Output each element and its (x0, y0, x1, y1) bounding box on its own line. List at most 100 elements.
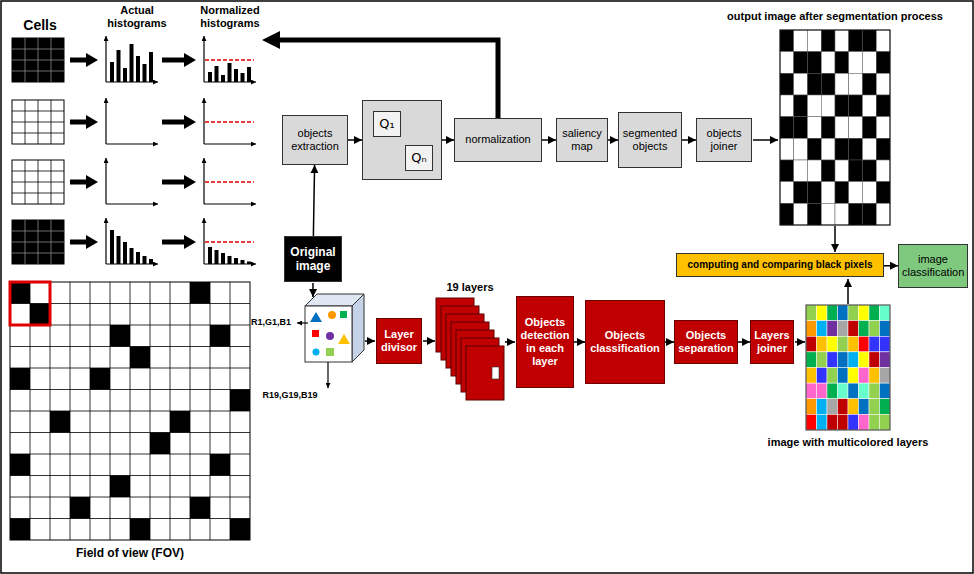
output-cell (835, 203, 849, 225)
output-cell (780, 138, 794, 160)
grid-line (12, 182, 64, 183)
histogram-axis (204, 203, 256, 204)
selection-box (10, 282, 50, 325)
flow-arrow (365, 340, 375, 342)
color-cell (827, 383, 838, 399)
flow-arrow (162, 240, 186, 245)
histogram-axis (203, 36, 204, 82)
histogram-bar (247, 262, 251, 265)
quantizer-box: Q₁ (373, 111, 401, 137)
color-cell (880, 321, 891, 337)
pointer-arrow (327, 362, 328, 388)
color-cell (848, 399, 859, 415)
output-cell (794, 138, 808, 160)
color-cell (859, 399, 870, 415)
color-cell (869, 336, 880, 352)
node-text: Layers joiner (754, 329, 790, 355)
output-cell (821, 182, 835, 204)
color-cell (859, 383, 870, 399)
grid-line (51, 160, 52, 204)
caption: 19 layers (432, 281, 508, 294)
output-cell (849, 73, 863, 95)
shape (338, 334, 350, 344)
color-cell (827, 368, 838, 384)
output-cell (876, 138, 890, 160)
output-cell (876, 117, 890, 139)
grid-line (10, 518, 250, 519)
fov-cell (170, 411, 190, 433)
color-cell (817, 336, 828, 352)
color-cell (869, 305, 880, 321)
channel-label: R1,G1,B1 (251, 317, 297, 328)
node-text: objects joiner (700, 127, 748, 153)
process-box: Layer divisor (376, 318, 422, 364)
fov-cell (110, 476, 130, 498)
fov-cell (190, 282, 210, 304)
color-cell (806, 383, 817, 399)
color-cell (838, 368, 849, 384)
output-cell (780, 160, 794, 182)
fov-cell (210, 325, 230, 347)
column-heading: Actual histograms (98, 4, 176, 30)
histogram-axis (106, 203, 158, 204)
output-cell (808, 203, 822, 225)
flow-connector (682, 139, 696, 141)
shape (328, 311, 336, 319)
node-text: Q₁ (374, 116, 400, 132)
flow-connector (313, 165, 314, 236)
grid-line (12, 60, 64, 61)
output-cell (849, 138, 863, 160)
node-text: Original image (288, 245, 338, 274)
flow-connector (442, 139, 454, 141)
color-cell (827, 336, 838, 352)
color-cell (806, 305, 817, 321)
cell-grid (12, 160, 64, 204)
color-cell (838, 321, 849, 337)
node-text: Objects separation (678, 329, 734, 355)
output-cell (808, 182, 822, 204)
column-heading: Normalized histograms (190, 4, 270, 30)
histogram-bar (136, 252, 140, 264)
node-text: saliency map (560, 127, 604, 153)
node-text: Qₙ (406, 150, 432, 166)
color-cell (817, 368, 828, 384)
multicolor-image (806, 305, 890, 430)
arrow-head (86, 235, 98, 249)
output-cell (821, 160, 835, 182)
color-cell (848, 368, 859, 384)
output-cell (821, 73, 835, 95)
histogram-bar (143, 256, 147, 264)
output-cell (863, 73, 877, 95)
color-cell (848, 321, 859, 337)
node-text: segmented objects (622, 127, 678, 153)
output-cell (835, 95, 849, 117)
output-cell (876, 182, 890, 204)
flow-arrow (847, 279, 849, 304)
fov-cell (90, 368, 110, 390)
color-cell (869, 321, 880, 337)
color-cell (880, 352, 891, 368)
histogram-bar (241, 73, 245, 82)
output-cell (780, 95, 794, 117)
process-box: Objects separation (674, 320, 738, 364)
color-cell (859, 336, 870, 352)
process-box: normalization (454, 118, 542, 162)
output-cell (821, 52, 835, 74)
arrow-head (184, 53, 196, 67)
color-cell (838, 305, 849, 321)
output-cell (808, 30, 822, 52)
histogram-bar (208, 247, 212, 264)
color-cell (880, 368, 891, 384)
cells-heading: Cells (14, 17, 66, 34)
color-cell (827, 305, 838, 321)
color-cell (827, 321, 838, 337)
caption: image with multicolored layers (763, 436, 933, 449)
grid-line (12, 193, 64, 194)
color-cell (806, 352, 817, 368)
cube-side (352, 294, 364, 362)
threshold-line (205, 59, 254, 61)
fov-cell (110, 325, 130, 347)
color-cell (859, 321, 870, 337)
process-box: objects joiner (696, 118, 752, 162)
threshold-line (205, 121, 254, 123)
